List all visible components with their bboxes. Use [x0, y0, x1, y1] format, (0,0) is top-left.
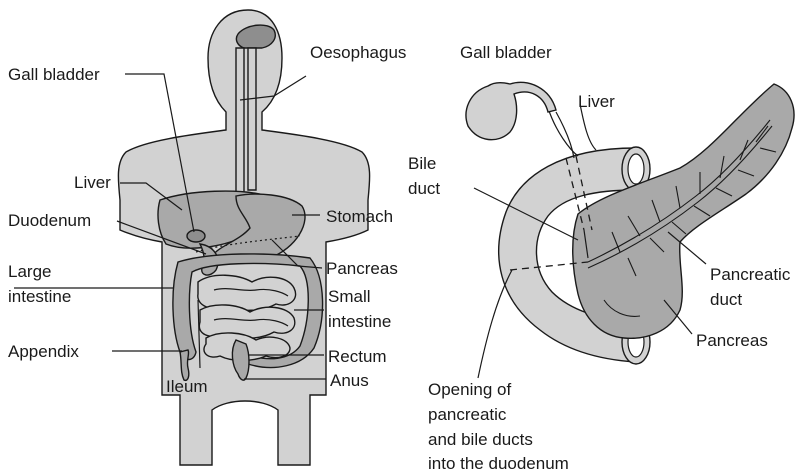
label-pancreas-right: Pancreas [696, 331, 768, 350]
label-liver-right: Liver [578, 92, 615, 111]
label-pancreas-left: Pancreas [326, 259, 398, 278]
label-gall-bladder-left: Gall bladder [8, 65, 100, 84]
label-bile-duct-1: Bile [408, 154, 436, 173]
label-rectum: Rectum [328, 347, 387, 366]
label-large-intestine-1: Large [8, 262, 51, 281]
label-large-intestine-2: intestine [8, 287, 71, 306]
label-ileum: Ileum [166, 377, 208, 396]
label-stomach: Stomach [326, 207, 393, 226]
pancreas-detail-diagram: Gall bladder Liver Bile duct Pancreatic … [408, 43, 794, 473]
gall-bladder-shape [187, 230, 205, 242]
label-duodenum: Duodenum [8, 211, 91, 230]
liver-outline [548, 108, 578, 156]
oesophagus-tube-inner [248, 48, 256, 190]
oesophagus-tube [236, 48, 244, 200]
label-opening-2: pancreatic [428, 405, 507, 424]
label-gall-bladder-right: Gall bladder [460, 43, 552, 62]
label-anus: Anus [330, 371, 369, 390]
label-small-intestine-2: intestine [328, 312, 391, 331]
gall-bladder-detail [466, 82, 556, 139]
label-liver-left: Liver [74, 173, 111, 192]
label-appendix: Appendix [8, 342, 79, 361]
label-opening-4: into the duodenum [428, 454, 569, 473]
label-oesophagus: Oesophagus [310, 43, 406, 62]
label-pancreatic-duct-2: duct [710, 290, 742, 309]
torso-diagram: Oesophagus Gall bladder Liver Duodenum S… [8, 10, 406, 465]
label-pancreatic-duct-1: Pancreatic [710, 265, 791, 284]
duodenum-top-opening-inner [628, 154, 644, 184]
pancreas-shape [573, 84, 794, 338]
label-opening-1: Opening of [428, 380, 511, 399]
label-small-intestine-1: Small [328, 287, 371, 306]
label-bile-duct-2: duct [408, 179, 440, 198]
bile-duct-solid [556, 112, 574, 158]
label-opening-3: and bile ducts [428, 430, 533, 449]
